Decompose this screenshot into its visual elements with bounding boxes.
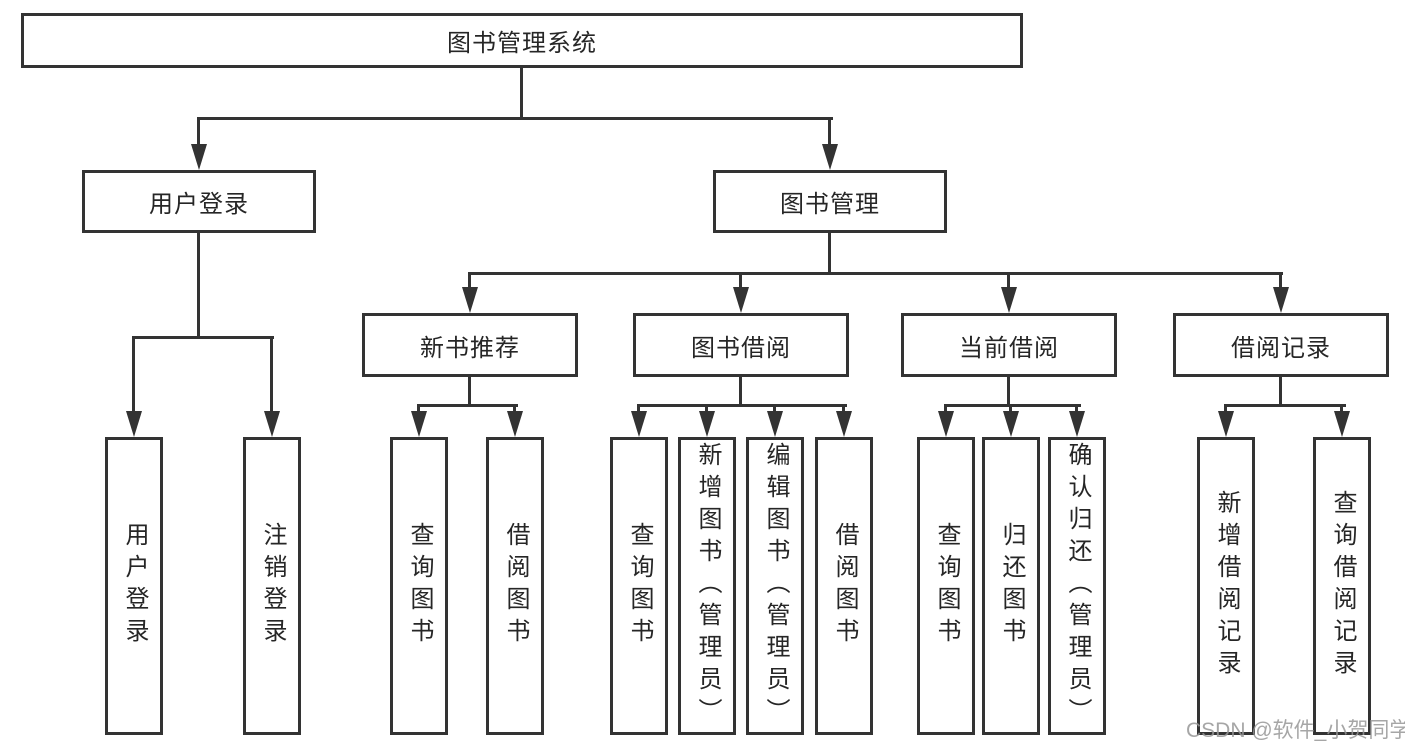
- connector-g5-rail: [1224, 404, 1346, 407]
- leaf-confirm-return-admin: 确认归还（管理员）: [1048, 437, 1106, 735]
- leaf-label: 用户登录: [121, 522, 148, 650]
- connector-login-leaf-drop: [132, 336, 135, 416]
- node-label: 当前借阅: [959, 334, 1059, 362]
- connector-g5-drop-2: [1340, 404, 1343, 416]
- arrowhead-user-login: [191, 144, 207, 170]
- arrowhead-logout-leaf: [264, 411, 280, 437]
- arrowhead-g2-query-books: [411, 411, 427, 437]
- node-book-management: 图书管理: [713, 170, 947, 233]
- leaf-user-login: 用户登录: [105, 437, 163, 735]
- connector-g4-drop-3: [1075, 404, 1078, 416]
- connector-user-login-stem: [197, 233, 200, 339]
- connector-g3-stem: [739, 377, 742, 407]
- arrowhead-g3-borrow-books: [836, 411, 852, 437]
- connector-g3-rail: [637, 404, 847, 407]
- connector-book-borrow-drop: [739, 272, 742, 292]
- node-new-book-recommendation: 新书推荐: [362, 313, 578, 377]
- connector-g2-drop-1: [417, 404, 420, 416]
- connector-g2-stem: [468, 377, 471, 407]
- leaf-add-books-admin: 新增图书（管理员）: [678, 437, 736, 735]
- node-label: 图书借阅: [691, 334, 791, 362]
- node-user-login: 用户登录: [82, 170, 316, 233]
- csdn-watermark: CSDN @软件_小贺同学: [1186, 719, 1405, 742]
- arrowhead-g4-confirm-return: [1069, 411, 1085, 437]
- arrowhead-g3-add-books: [699, 411, 715, 437]
- arrowhead-book-mgmt: [822, 144, 838, 170]
- connector-g4-rail: [944, 404, 1081, 407]
- connector-root-rail: [197, 117, 833, 120]
- arrowhead-g4-return-books: [1003, 411, 1019, 437]
- arrowhead-g3-query-books: [631, 411, 647, 437]
- arrowhead-current-borrow: [1001, 287, 1017, 313]
- leaf-label: 查询图书: [626, 522, 653, 650]
- connector-g2-drop-2: [513, 404, 516, 416]
- node-label: 新书推荐: [420, 334, 520, 362]
- connector-g3-drop-2: [705, 404, 708, 416]
- leaf-borrow-books: 借阅图书: [815, 437, 873, 735]
- arrowhead-g4-query-books: [938, 411, 954, 437]
- arrowhead-g5-query-record: [1334, 411, 1350, 437]
- connector-g4-drop-1: [944, 404, 947, 416]
- connector-book-mgmt-drop: [828, 117, 831, 149]
- node-label: 用户登录: [149, 191, 249, 218]
- leaf-label: 确认归还（管理员）: [1064, 442, 1091, 730]
- leaf-add-borrow-record: 新增借阅记录: [1197, 437, 1255, 735]
- arrowhead-g2-borrow-books: [507, 411, 523, 437]
- leaf-borrow-books-rec: 借阅图书: [486, 437, 544, 735]
- leaf-edit-books-admin: 编辑图书（管理员）: [746, 437, 804, 735]
- connector-g5-drop-1: [1224, 404, 1227, 416]
- leaf-return-books: 归还图书: [982, 437, 1040, 735]
- leaf-query-books-current: 查询图书: [917, 437, 975, 735]
- connector-current-borrow-drop: [1007, 272, 1010, 292]
- leaf-label: 借阅图书: [831, 522, 858, 650]
- leaf-label: 注销登录: [259, 522, 286, 650]
- leaf-label: 查询图书: [933, 522, 960, 650]
- leaf-label: 新增借阅记录: [1213, 490, 1240, 682]
- connector-g2-rail: [417, 404, 518, 407]
- connector-logout-leaf-drop: [270, 336, 273, 416]
- node-label: 图书管理系统: [447, 30, 597, 57]
- leaf-query-books-rec: 查询图书: [390, 437, 448, 735]
- connector-new-book-drop: [468, 272, 471, 292]
- connector-g5-stem: [1279, 377, 1282, 407]
- node-label: 图书管理: [780, 191, 880, 218]
- connector-g3-drop-3: [773, 404, 776, 416]
- arrowhead-login-leaf: [126, 411, 142, 437]
- leaf-label: 查询借阅记录: [1329, 490, 1356, 682]
- node-label: 借阅记录: [1231, 334, 1331, 362]
- node-borrowing-records: 借阅记录: [1173, 313, 1389, 377]
- leaf-query-borrow-record: 查询借阅记录: [1313, 437, 1371, 735]
- arrowhead-borrow-records: [1273, 287, 1289, 313]
- arrowhead-g3-edit-books: [767, 411, 783, 437]
- connector-g3-drop-4: [842, 404, 845, 416]
- connector-user-login-drop: [197, 117, 200, 149]
- connector-g4-drop-2: [1009, 404, 1012, 416]
- leaf-logout: 注销登录: [243, 437, 301, 735]
- leaf-label: 新增图书（管理员）: [694, 442, 721, 730]
- connector-book-mgmt-stem: [828, 233, 831, 275]
- node-current-borrowing: 当前借阅: [901, 313, 1117, 377]
- connector-root-stem: [520, 68, 523, 120]
- leaf-label: 编辑图书（管理员）: [762, 442, 789, 730]
- arrowhead-book-borrow: [733, 287, 749, 313]
- connector-borrow-records-drop: [1279, 272, 1282, 292]
- arrowhead-new-book-rec: [462, 287, 478, 313]
- node-library-management-system: 图书管理系统: [21, 13, 1023, 68]
- leaf-label: 查询图书: [406, 522, 433, 650]
- connector-g4-stem: [1007, 377, 1010, 407]
- node-book-borrowing: 图书借阅: [633, 313, 849, 377]
- arrowhead-g5-add-record: [1218, 411, 1234, 437]
- leaf-query-books-borrow: 查询图书: [610, 437, 668, 735]
- connector-user-login-rail: [132, 336, 274, 339]
- leaf-label: 借阅图书: [502, 522, 529, 650]
- connector-g3-drop-1: [637, 404, 640, 416]
- connector-book-mgmt-rail: [468, 272, 1283, 275]
- leaf-label: 归还图书: [998, 522, 1025, 650]
